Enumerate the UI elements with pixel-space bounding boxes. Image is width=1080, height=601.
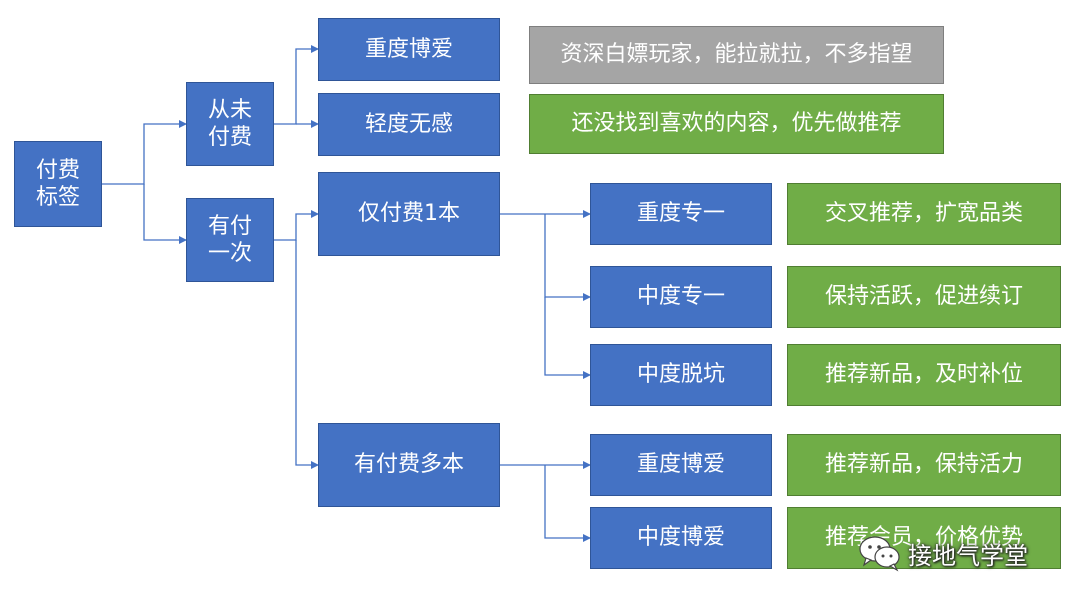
strategy-multi-heavy-love: 推荐新品，保持活力 — [787, 434, 1061, 496]
node-paid-one-book: 仅付费1本 — [318, 172, 500, 256]
connector-root-never-paid — [102, 120, 187, 185]
strategy-heavy-love: 资深白嫖玩家，能拉就拉，不多指望 — [529, 26, 944, 84]
node-heavy-love: 重度博爱 — [318, 18, 500, 81]
watermark-text: 接地气学堂 — [908, 541, 1028, 570]
node-paid-once-line-2: 一次 — [207, 241, 252, 266]
node-multi-heavy-love: 重度博爱 — [590, 434, 772, 496]
node-root: 付费 标签 — [14, 141, 102, 227]
node-one-mid-drop: 中度脱坑 — [590, 344, 772, 406]
node-root-line-2: 标签 — [35, 185, 80, 210]
node-never-paid: 从未 付费 — [186, 82, 274, 166]
connector-paid-once-one-book — [274, 210, 319, 241]
connector-paid-once-multi-books — [295, 240, 319, 469]
connector-never-paid-heavy-love — [274, 45, 319, 125]
node-never-paid-line-1: 从未 — [207, 97, 252, 123]
connector-one-book-mid-drop — [544, 297, 591, 379]
connector-one-book-mid-loyal — [544, 214, 591, 301]
node-never-paid-line-2: 付费 — [207, 125, 252, 150]
strategy-light-indifferent: 还没找到喜欢的内容，优先做推荐 — [529, 94, 944, 154]
node-multi-mid-love: 中度博爱 — [590, 507, 772, 569]
connector-root-paid-once — [143, 184, 187, 244]
node-light-indifferent: 轻度无感 — [318, 93, 500, 156]
node-paid-multi-books: 有付费多本 — [318, 423, 500, 507]
strategy-multi-mid-love: 推荐会员，价格优势 — [787, 507, 1061, 569]
strategy-one-mid-drop: 推荐新品，及时补位 — [787, 344, 1061, 406]
connector-multi-mid-love — [544, 465, 591, 542]
strategy-one-heavy-loyal: 交叉推荐，扩宽品类 — [787, 183, 1061, 245]
node-one-heavy-loyal: 重度专一 — [590, 183, 772, 245]
node-one-mid-loyal: 中度专一 — [590, 266, 772, 328]
node-paid-once: 有付 一次 — [186, 198, 274, 282]
wechat-icon — [858, 534, 902, 572]
watermark: 接地气学堂 — [858, 528, 1028, 578]
strategy-one-mid-loyal: 保持活跃，促进续订 — [787, 266, 1061, 328]
node-root-line-1: 付费 — [35, 157, 80, 183]
node-paid-once-line-1: 有付 — [207, 213, 252, 239]
